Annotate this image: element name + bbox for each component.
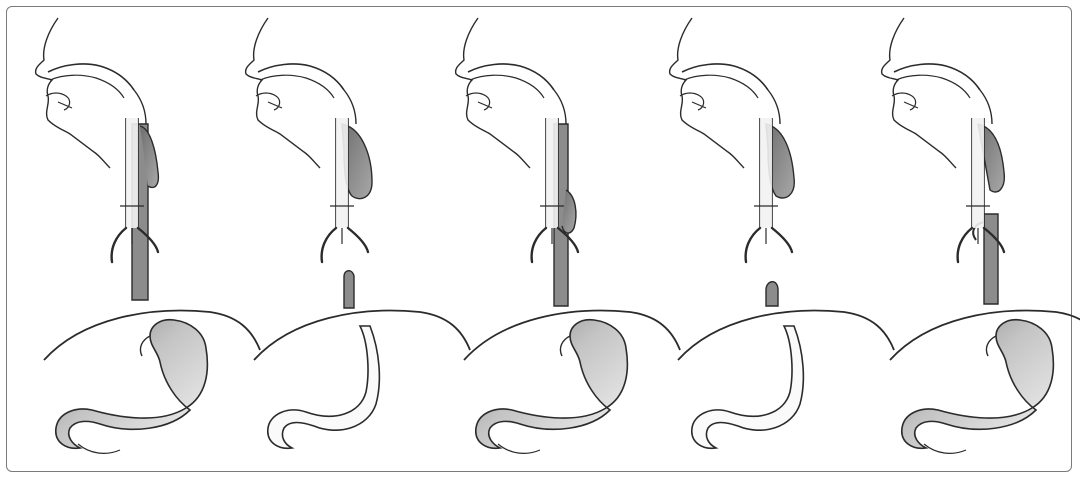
trachea-lumen [336, 118, 348, 228]
palate-inner [896, 75, 970, 98]
stomach [56, 320, 208, 449]
distal-stump [766, 282, 778, 306]
face-outline [670, 18, 744, 168]
face-outline [882, 18, 956, 168]
stomach [902, 320, 1054, 449]
cardia [140, 336, 150, 356]
trachea-lumen [972, 118, 984, 228]
duodenum [498, 444, 540, 453]
face-outline [456, 18, 530, 168]
panel-d [670, 18, 894, 448]
bronchi [746, 228, 792, 262]
lower-esophagus [984, 214, 998, 304]
panel-c [456, 18, 680, 453]
trachea-lumen [126, 118, 138, 228]
panel-a [36, 18, 260, 453]
bronchi [322, 228, 368, 262]
trachea-lumen [760, 118, 772, 228]
cardia [560, 336, 570, 356]
stomach [476, 320, 628, 449]
panel-b [246, 18, 470, 448]
trachea-lumen [546, 118, 558, 228]
distal-stump [344, 271, 354, 308]
palate-inner [684, 75, 758, 98]
face-outline [246, 18, 320, 168]
mouth [680, 93, 704, 110]
palate-inner [260, 75, 334, 98]
mouth [256, 93, 280, 110]
diaphragm [254, 311, 470, 360]
diaphragm [678, 311, 894, 360]
mouth [892, 93, 916, 110]
stomach-narrow [692, 326, 804, 448]
face-outline [36, 18, 110, 168]
stomach-narrow [268, 326, 380, 448]
palate-inner [50, 75, 124, 98]
duodenum [924, 444, 966, 453]
panel-e [882, 18, 1080, 453]
mouth [46, 93, 70, 110]
palate-inner [470, 75, 544, 98]
mouth [466, 93, 490, 110]
cardia [986, 336, 996, 356]
duodenum [78, 444, 120, 453]
